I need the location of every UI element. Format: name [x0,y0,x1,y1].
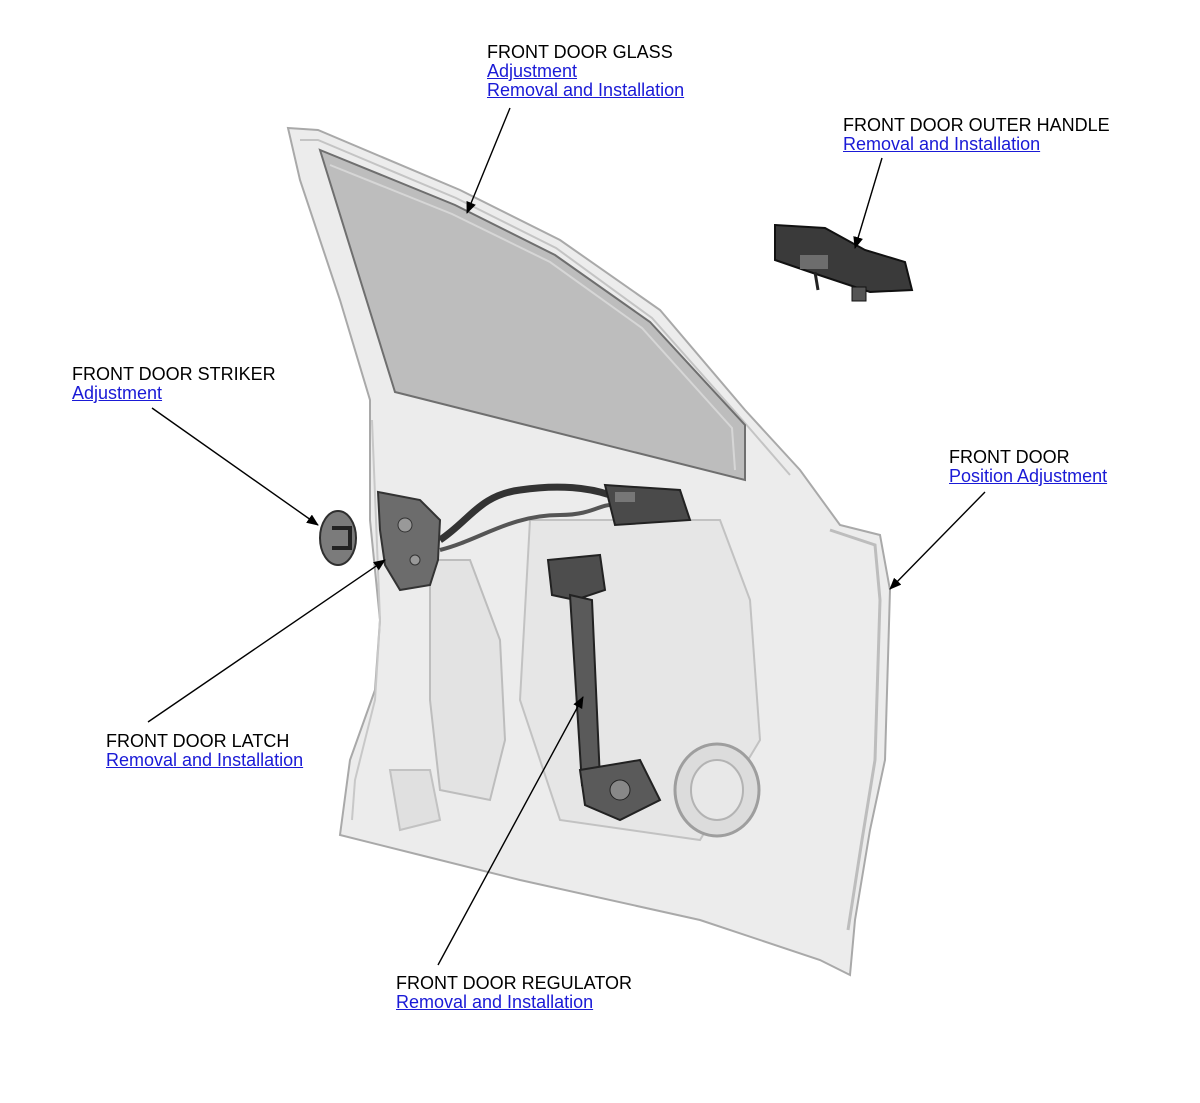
regulator-leader [437,696,584,966]
callout-front-door-latch: FRONT DOOR LATCH Removal and Installatio… [106,732,303,770]
striker-leader [151,407,319,526]
front-door-glass-adjustment-link[interactable]: Adjustment [487,61,578,81]
front-door-striker-part [319,510,357,566]
door-leader [889,491,986,590]
front-door-regulator-removal-link[interactable]: Removal and Installation [396,992,594,1012]
front-door-regulator-part [546,553,662,822]
callout-front-door: FRONT DOOR Position Adjustment [949,448,1107,486]
front-door-latch-part [376,490,442,592]
latch-leader [147,559,386,723]
latch-cable [438,483,612,552]
inner-handle-assembly [603,483,692,527]
outer-handle-leader [853,157,883,249]
front-door-latch-title: FRONT DOOR LATCH [106,731,290,751]
front-door-latch-removal-link[interactable]: Removal and Installation [106,750,304,770]
callout-front-door-regulator: FRONT DOOR REGULATOR Removal and Install… [396,974,632,1012]
front-door-glass-removal-link[interactable]: Removal and Installation [487,80,685,100]
glass-leader [466,107,511,214]
front-door-outer-handle-removal-link[interactable]: Removal and Installation [843,134,1041,154]
front-door-position-adjustment-link[interactable]: Position Adjustment [949,466,1108,486]
front-door-title: FRONT DOOR [949,447,1070,467]
front-door-striker-title: FRONT DOOR STRIKER [72,364,276,384]
callout-front-door-outer-handle: FRONT DOOR OUTER HANDLE Removal and Inst… [843,116,1110,154]
front-door-outer-handle-title: FRONT DOOR OUTER HANDLE [843,115,1110,135]
leader-lines [147,107,986,966]
front-door-outer-handle-part [774,223,914,302]
front-door-regulator-title: FRONT DOOR REGULATOR [396,973,633,993]
callout-front-door-striker: FRONT DOOR STRIKER Adjustment [72,365,276,403]
front-door-striker-adjustment-link[interactable]: Adjustment [72,383,163,403]
callout-front-door-glass: FRONT DOOR GLASS Adjustment Removal and … [487,43,684,100]
front-door-glass-title: FRONT DOOR GLASS [487,42,673,62]
